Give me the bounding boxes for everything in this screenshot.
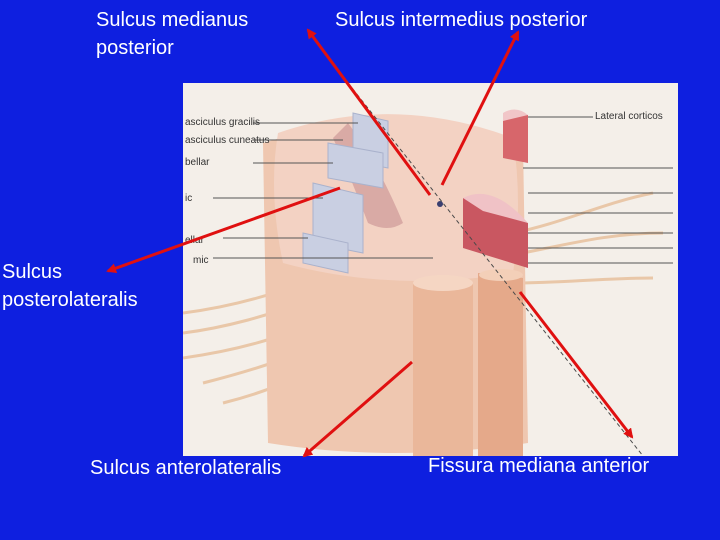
fig-label-mic: mic	[193, 255, 209, 266]
label-sulcus-anterolateralis: Sulcus anterolateralis	[90, 457, 282, 479]
anterior-columns	[413, 269, 523, 456]
fig-label-fasciculus-gracilis: asciculus gracilis	[185, 117, 260, 128]
anterior-tract	[463, 198, 528, 268]
central-canal	[437, 201, 443, 207]
fig-label-ic: ic	[185, 193, 192, 204]
fig-label-ellar: ellar	[185, 235, 205, 246]
label-fissura-mediana-anterior: Fissura mediana anterior	[428, 455, 650, 477]
leader-lines-right	[523, 116, 673, 264]
fig-label-fasciculus-cuneatus: asciculus cuneatus	[185, 135, 270, 146]
lateral-corticospinal-tract	[503, 113, 528, 163]
fig-label-cerebellar: bellar	[185, 157, 210, 168]
spinal-cord-illustration: asciculus gracilis asciculus cuneatus be…	[183, 83, 678, 456]
label-sulcus-medianus-posterior-2: posterior	[96, 37, 174, 59]
label-sulcus-posterolateralis-2: posterolateralis	[2, 289, 138, 311]
fig-label-lateral-cortico: Lateral corticos	[595, 111, 663, 122]
label-sulcus-posterolateralis-1: Sulcus	[2, 261, 63, 283]
label-sulcus-intermedius-posterior: Sulcus intermedius posterior	[335, 9, 588, 31]
label-sulcus-medianus-posterior-1: Sulcus medianus	[96, 9, 249, 31]
anterior-tract-top	[463, 193, 528, 223]
